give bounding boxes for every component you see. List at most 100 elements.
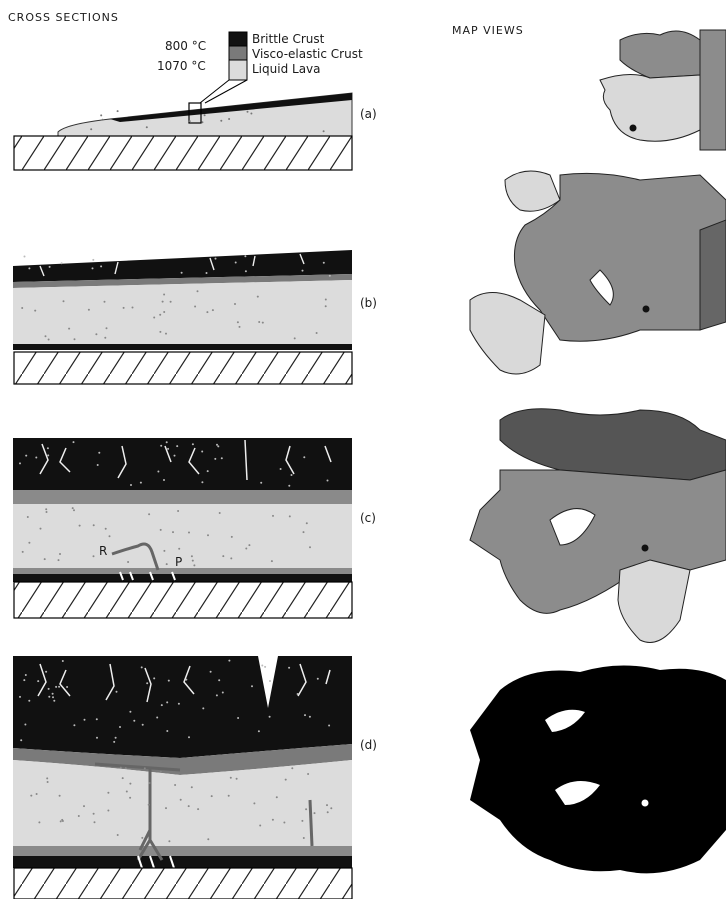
grain-dot [210,671,212,673]
map-view-b [470,171,726,374]
grain-dot [45,508,47,510]
legend-swatch-visco [229,46,247,60]
grain-dot [93,524,95,526]
grain-dot [19,696,21,698]
grain-dot [280,468,282,470]
grain-dot [288,667,290,669]
grain-dot [141,837,143,839]
grain-dot [148,513,150,515]
grain-dot [262,322,264,324]
grain-dot [327,811,329,813]
grain-dot [259,825,261,827]
grain-dot [168,680,170,682]
grain-dot [185,679,187,681]
flow-lobe [470,665,726,873]
grain-dot [163,311,165,313]
grain-dot [83,805,85,807]
flow-lobe [500,409,726,480]
grain-dot [168,840,170,842]
grain-dot [95,333,97,335]
grain-dot [165,807,167,809]
grain-dot [326,804,328,806]
grain-dot [61,819,63,821]
grain-dot [94,821,96,823]
grain-dot [46,777,48,779]
grain-dot [180,799,182,801]
grain-dot [28,267,30,269]
grain-dot [264,666,266,668]
grain-dot [117,834,119,836]
grain-dot [35,457,37,459]
grain-dot [166,730,168,732]
legend-label-visco: Visco-elastic Crust [252,47,363,61]
flow-lobe [600,74,700,141]
grain-dot [176,445,178,447]
grain-dot [323,262,325,264]
grain-dot [188,736,190,738]
grain-dot [220,120,222,122]
grain-dot [119,726,121,728]
grain-dot [120,767,122,769]
grain-dot [172,531,174,533]
grain-dot [92,267,94,269]
grain-dot [188,805,190,807]
grain-dot [159,314,161,316]
grain-dot [45,335,47,337]
flow-lobe [470,470,726,613]
grain-dot [305,808,307,810]
grain-dot [228,118,230,120]
grain-dot [314,812,316,814]
legend-pointer-line [205,80,247,103]
grain-dot [193,564,195,566]
grain-dot [34,310,36,312]
grain-dot [201,481,203,483]
grain-dot [228,795,230,797]
grain-dot [59,553,61,555]
grain-dot [253,802,255,804]
grain-dot [116,691,118,693]
grain-dot [197,290,199,292]
grain-dot [301,820,303,822]
grain-dot [317,678,319,680]
grain-dot [222,692,224,694]
vent-marker [643,306,650,313]
visco-elastic-lower-layer [13,846,352,856]
grain-dot [303,531,305,533]
grain-dot [269,680,271,682]
grain-dot [291,767,293,769]
basal-crust [13,574,352,582]
legend-label-liquid: Liquid Lava [252,62,321,76]
grain-dot [146,126,148,128]
grain-dot [303,837,305,839]
grain-dot [192,560,194,562]
grain-dot [96,718,98,720]
grain-dot [130,484,132,486]
grain-dot [177,510,179,512]
grain-dot [167,448,169,450]
grain-dot [48,688,50,690]
map-view-a [600,30,726,150]
grain-dot [323,130,325,132]
vent-marker [630,125,637,132]
grain-dot [217,445,219,447]
grain-dot [22,551,24,553]
grain-dot [98,452,100,454]
grain-dot [40,528,42,530]
grain-dot [141,666,143,668]
grain-dot [59,795,61,797]
grain-dot [104,301,106,303]
grain-dot [271,560,273,562]
map-view-d [470,665,726,873]
cross-section-d: (d) [13,656,377,899]
brittle-crust-layer [13,438,352,490]
basal-crust [13,856,352,868]
grain-dot [129,711,131,713]
grain-dot [230,557,232,559]
grain-dot [62,660,64,662]
flow-lobe [620,31,700,78]
grain-dot [47,454,49,456]
grain-dot [146,682,148,684]
grain-dot [170,301,172,303]
grain-dot [68,328,70,330]
grain-dot [60,820,62,822]
